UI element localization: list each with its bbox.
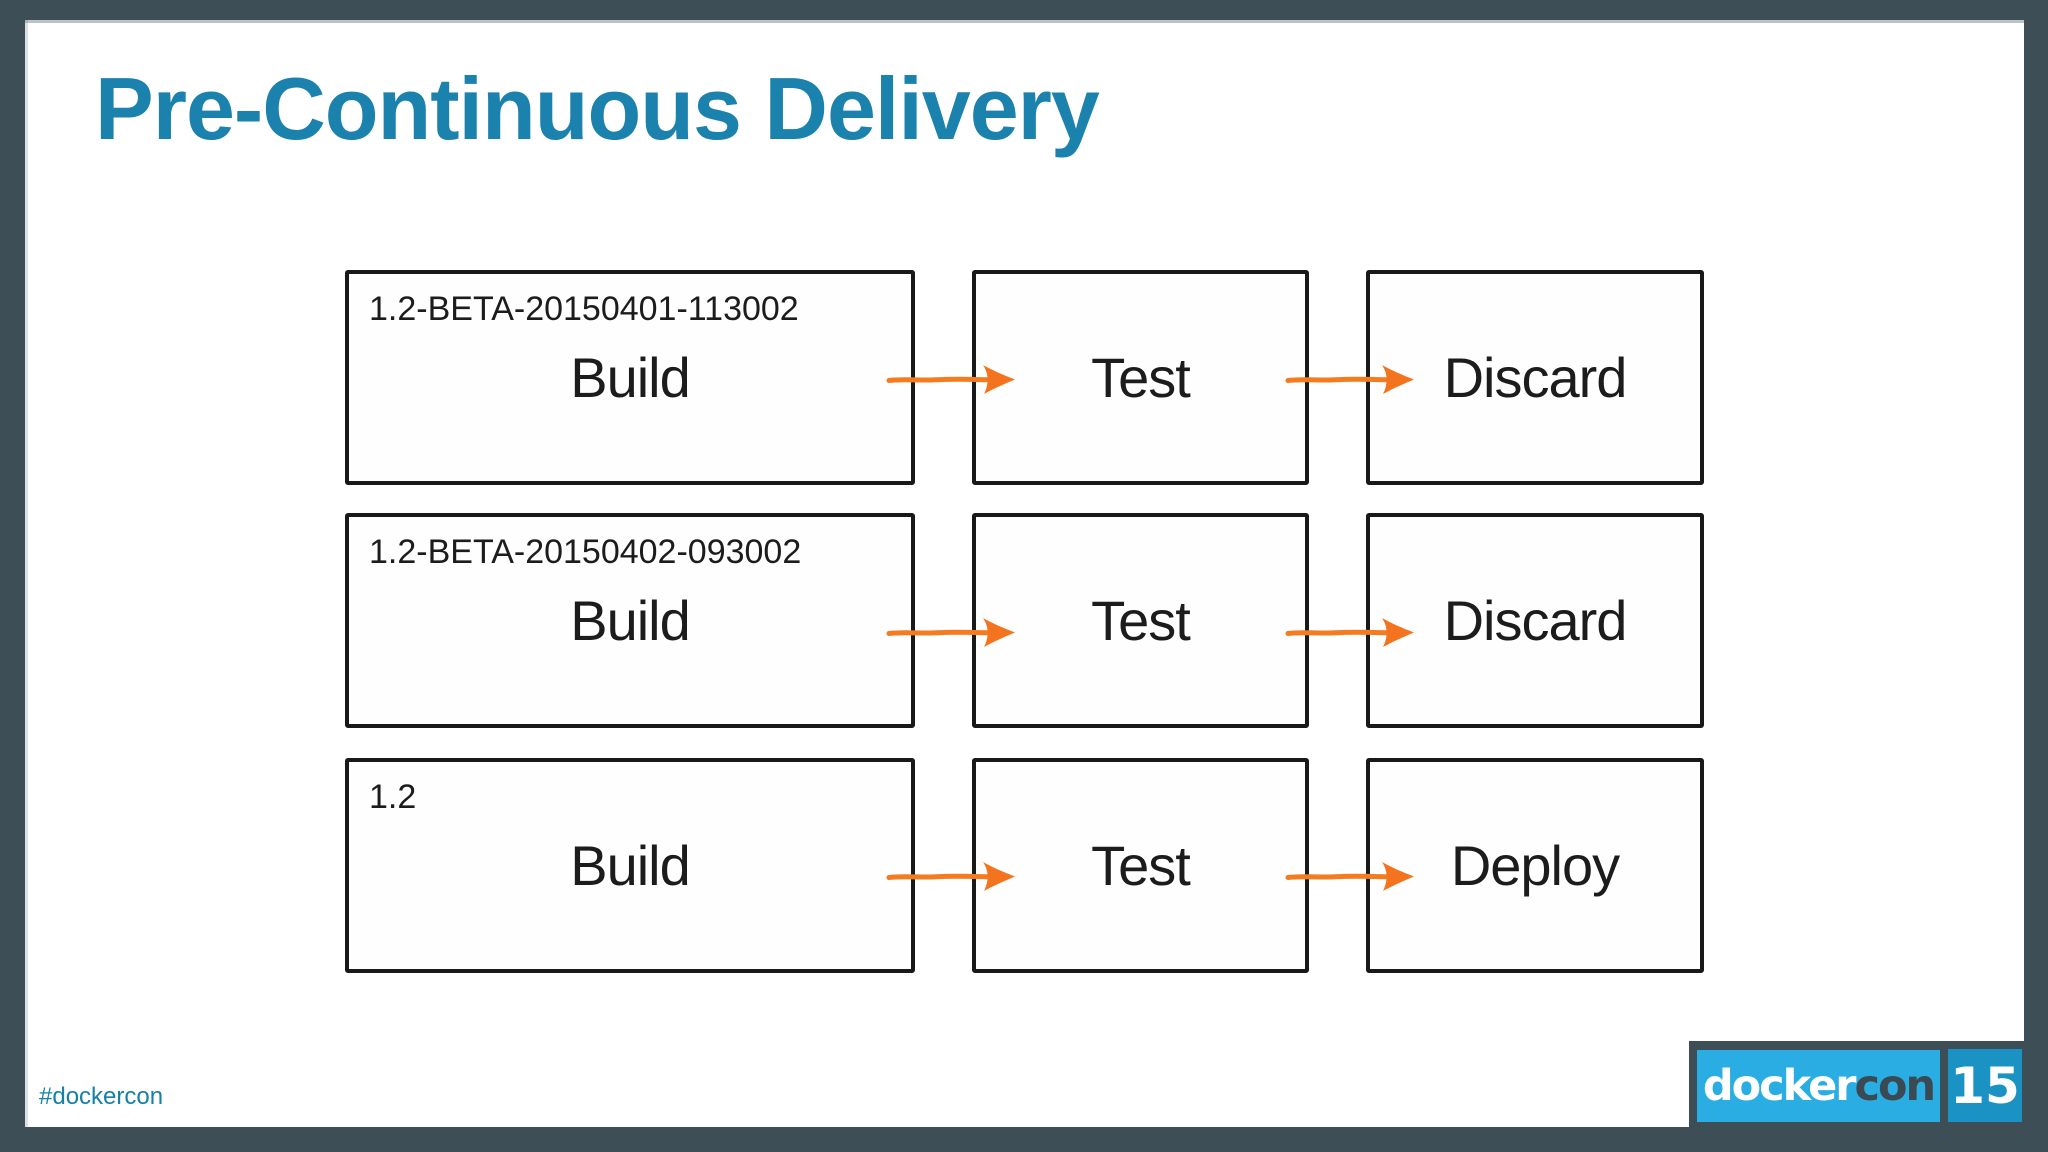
version-tag-1: 1.2-BETA-20150401-113002 xyxy=(369,290,799,328)
right-arrow-icon-test-discard-2 xyxy=(1285,618,1414,647)
step-label-build-3: Build xyxy=(570,834,691,897)
year-badge: 15 xyxy=(1948,1049,2022,1122)
step-label-test-3: Test xyxy=(1091,834,1191,897)
page-title: Pre-Continuous Delivery xyxy=(95,59,1100,158)
step-label-test-1: Test xyxy=(1091,346,1191,409)
version-tag-2: 1.2-BETA-20150402-093002 xyxy=(369,533,802,571)
box-test-1: Test xyxy=(972,270,1309,485)
version-tag-3: 1.2 xyxy=(369,778,417,816)
step-label-discard-1: Discard xyxy=(1443,346,1628,409)
right-arrow-icon-test-deploy-3 xyxy=(1285,862,1414,891)
step-label-discard-2: Discard xyxy=(1443,589,1628,652)
slide-canvas: Pre-Continuous Delivery 1.2-BETA-2015040… xyxy=(25,20,2024,1127)
box-deploy-3: Deploy xyxy=(1366,758,1704,973)
right-arrow-icon-build-test-1 xyxy=(886,365,1015,394)
right-arrow-icon-test-discard-1 xyxy=(1285,365,1414,394)
wordmark-docker: docker xyxy=(1702,1061,1857,1111)
box-discard-2: Discard xyxy=(1366,513,1704,728)
box-build-1: 1.2-BETA-20150401-113002 Build xyxy=(345,270,915,485)
box-build-3: 1.2 Build xyxy=(345,758,915,973)
step-label-test-2: Test xyxy=(1091,589,1191,652)
hashtag-label: #dockercon xyxy=(39,1083,164,1110)
box-build-2: 1.2-BETA-20150402-093002 Build xyxy=(345,513,915,728)
step-label-build-2: Build xyxy=(570,589,691,652)
box-test-2: Test xyxy=(972,513,1309,728)
box-discard-1: Discard xyxy=(1366,270,1704,485)
step-label-build-1: Build xyxy=(570,346,691,409)
wordmark-con: con xyxy=(1854,1061,1936,1111)
right-arrow-icon-build-test-3 xyxy=(886,862,1015,891)
right-arrow-icon-build-test-2 xyxy=(886,618,1015,647)
box-test-3: Test xyxy=(972,758,1309,973)
step-label-deploy-3: Deploy xyxy=(1450,834,1620,897)
